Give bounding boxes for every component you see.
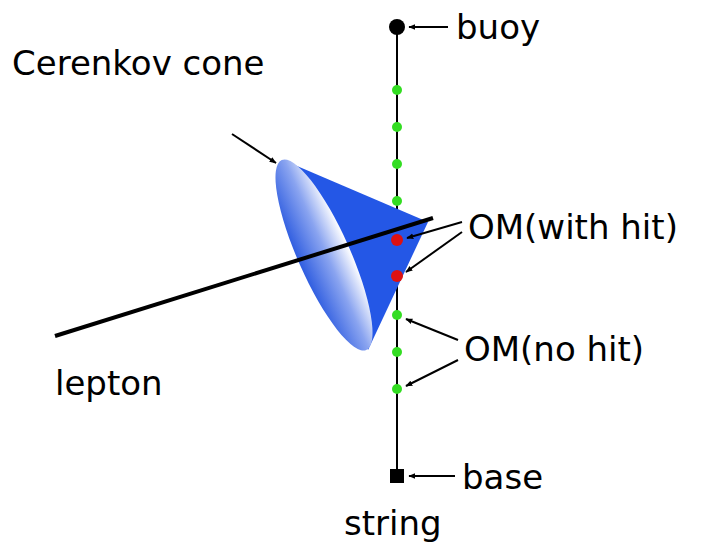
label-text: base: [462, 460, 543, 494]
leader-line: [409, 475, 455, 477]
label-text: OM(no hit): [464, 332, 644, 366]
leader-line: [407, 222, 462, 238]
om-no-hit: [392, 310, 402, 320]
leader-line: [232, 134, 276, 163]
leader-line: [406, 232, 462, 272]
leader-lines: [232, 27, 462, 476]
label-text: string: [344, 506, 442, 540]
base-symbol: [390, 469, 404, 483]
leader-line: [406, 360, 458, 386]
om-no-hit: [392, 347, 402, 357]
label-text: lepton: [55, 366, 163, 400]
label-text: buoy: [456, 10, 540, 44]
label-text: OM(with hit): [468, 210, 678, 244]
om-no-hit: [392, 384, 402, 394]
om-no-hit: [392, 159, 402, 169]
om-no-hit: [392, 196, 402, 206]
leader-line: [406, 319, 458, 340]
lepton-track: [55, 218, 433, 336]
optical-modules: [391, 85, 403, 394]
cone-base: [258, 149, 390, 360]
om-no-hit: [392, 122, 402, 132]
om-no-hit: [392, 85, 402, 95]
om-with-hit: [391, 234, 403, 246]
om-with-hit: [391, 270, 403, 282]
leader-line: [409, 26, 448, 28]
label-text: Cerenkov cone: [12, 46, 265, 80]
buoy-symbol: [389, 19, 405, 35]
